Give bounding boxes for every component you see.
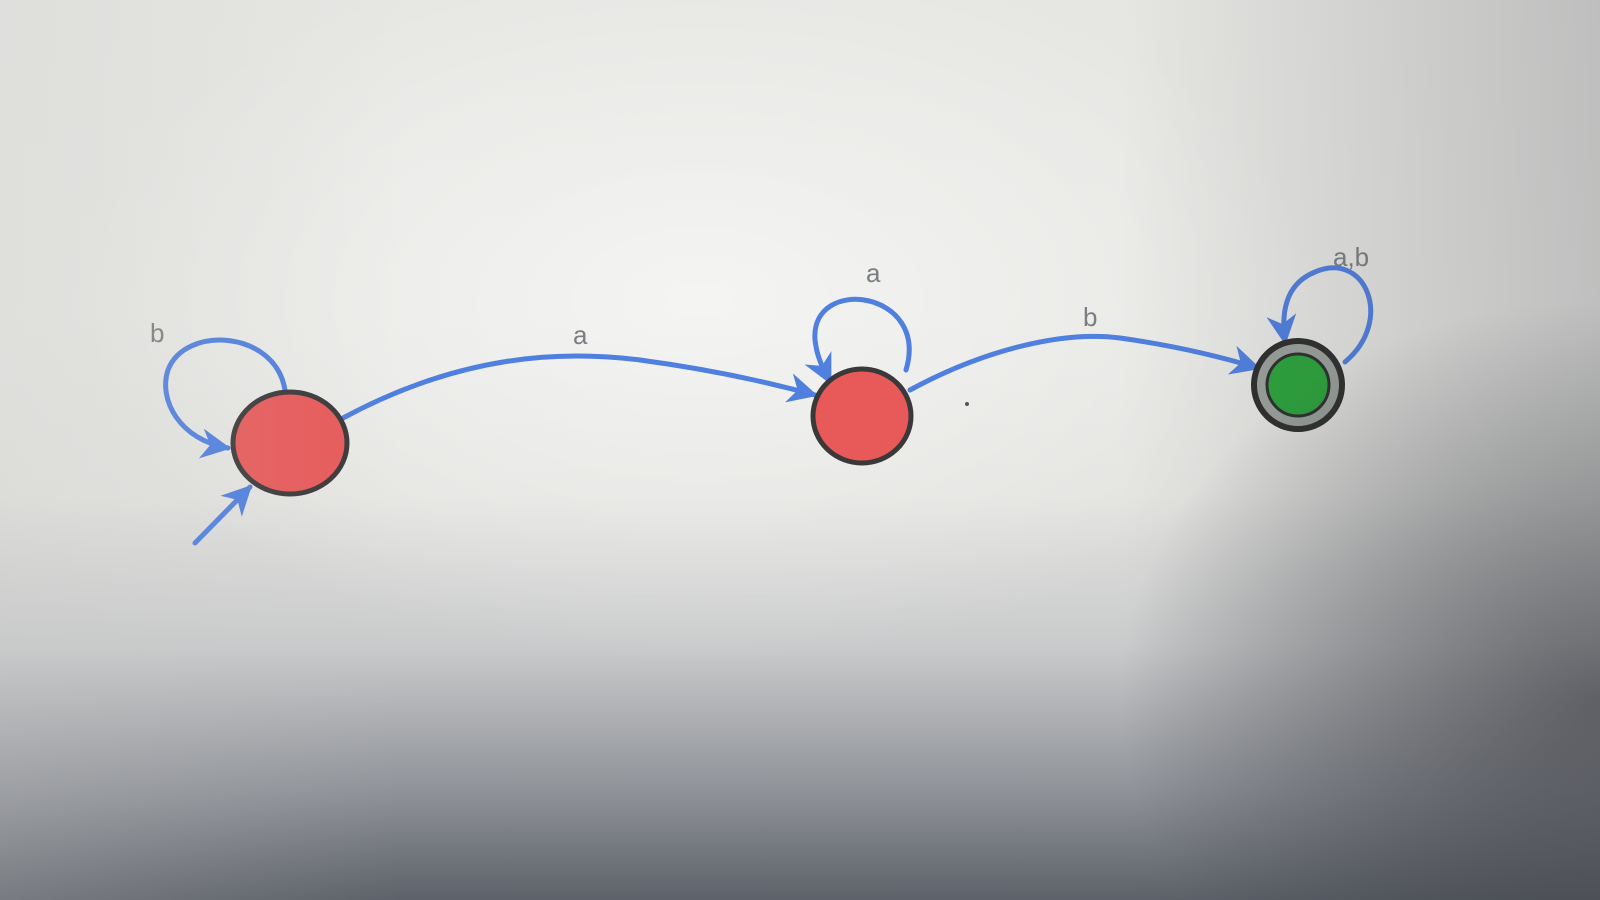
state-q1[interactable] — [810, 366, 914, 466]
state-q0[interactable] — [230, 389, 350, 497]
start-arrow — [192, 484, 253, 546]
transition-q1-q2[interactable] — [907, 333, 1261, 393]
transition-label-q2-q2: a,b — [1333, 242, 1369, 272]
transition-q0-q1[interactable] — [340, 353, 818, 421]
transition-label-q0-q0: b — [150, 318, 164, 348]
transition-label-q0-q1: a — [573, 320, 588, 350]
stray-dot — [965, 402, 969, 406]
transition-label-q1-q2: b — [1083, 302, 1097, 332]
state-q2[interactable] — [1265, 352, 1331, 418]
transition-label-q1-q1: a — [866, 258, 881, 288]
